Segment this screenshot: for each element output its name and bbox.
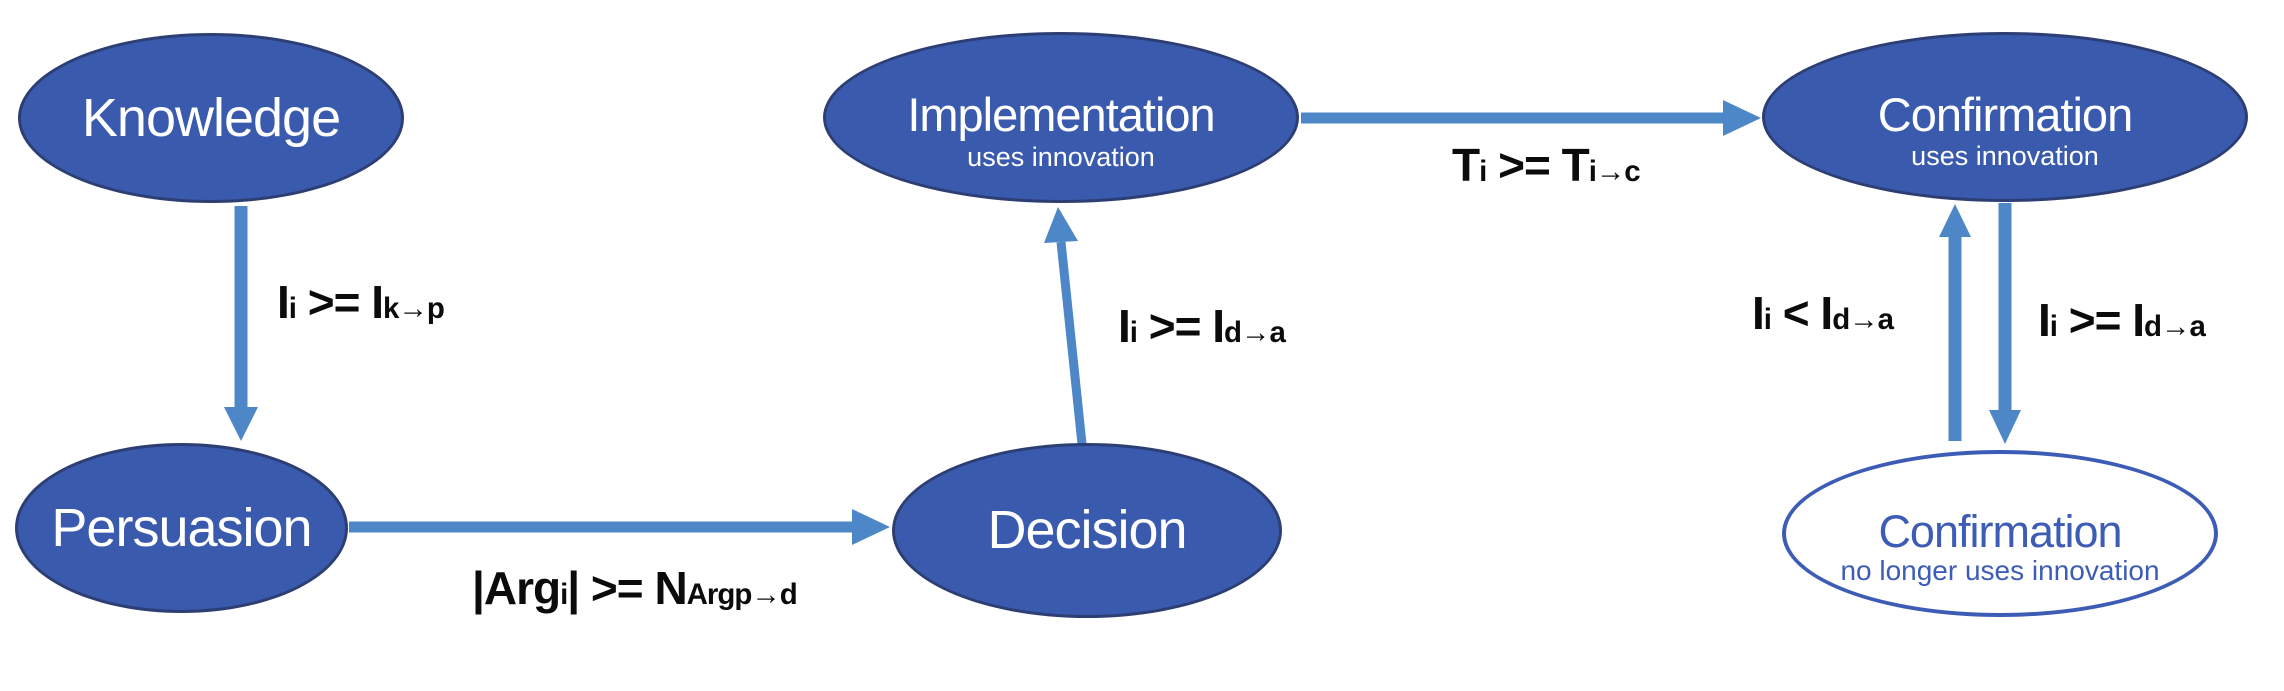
node-knowledge-label: Knowledge	[81, 87, 341, 148]
node-confirmation-using-subtitle: uses innovation	[1911, 141, 2099, 171]
node-confirmation-not-using-label: Confirmation	[1878, 505, 2122, 557]
node-confirmation-not-using-subtitle: no longer uses innovation	[1840, 554, 2160, 586]
node-implementation: Implementation uses innovation	[823, 32, 1299, 203]
condition-discontinue-innovation: Ii >= Id→a	[2038, 294, 2206, 346]
edge-knowledge-to-persuasion-arrow	[224, 206, 258, 441]
node-confirmation-using: Confirmation uses innovation	[1762, 32, 2248, 202]
node-knowledge: Knowledge	[18, 33, 404, 203]
node-decision-label: Decision	[987, 500, 1187, 561]
edge-implementation-to-confirmation-arrow	[1301, 100, 1761, 136]
node-implementation-label: Implementation	[907, 88, 1215, 142]
node-persuasion: Persuasion	[15, 443, 348, 613]
node-implementation-subtitle: uses innovation	[967, 141, 1155, 172]
node-persuasion-label: Persuasion	[51, 497, 312, 558]
node-confirmation-using-label: Confirmation	[1877, 87, 2133, 141]
edge-resume-innovation-arrow	[1939, 204, 1971, 441]
edge-persuasion-to-decision-arrow	[349, 509, 890, 545]
condition-implementation-to-confirmation: Ti >= Ti→c	[1452, 139, 1641, 191]
condition-knowledge-to-persuasion: Ii >= Ik→p	[277, 276, 445, 328]
node-decision: Decision	[892, 443, 1282, 618]
condition-persuasion-to-decision: |Argi| >= NArgp→d	[472, 562, 798, 614]
edge-discontinue-innovation-arrow	[1989, 203, 2021, 444]
condition-resume-innovation: Ii < Id→a	[1752, 287, 1894, 339]
condition-decision-to-implementation: Ii >= Id→a	[1118, 300, 1286, 352]
node-confirmation-not-using: Confirmation no longer uses innovation	[1782, 450, 2218, 617]
edge-decision-to-implementation-arrow	[1044, 207, 1087, 445]
